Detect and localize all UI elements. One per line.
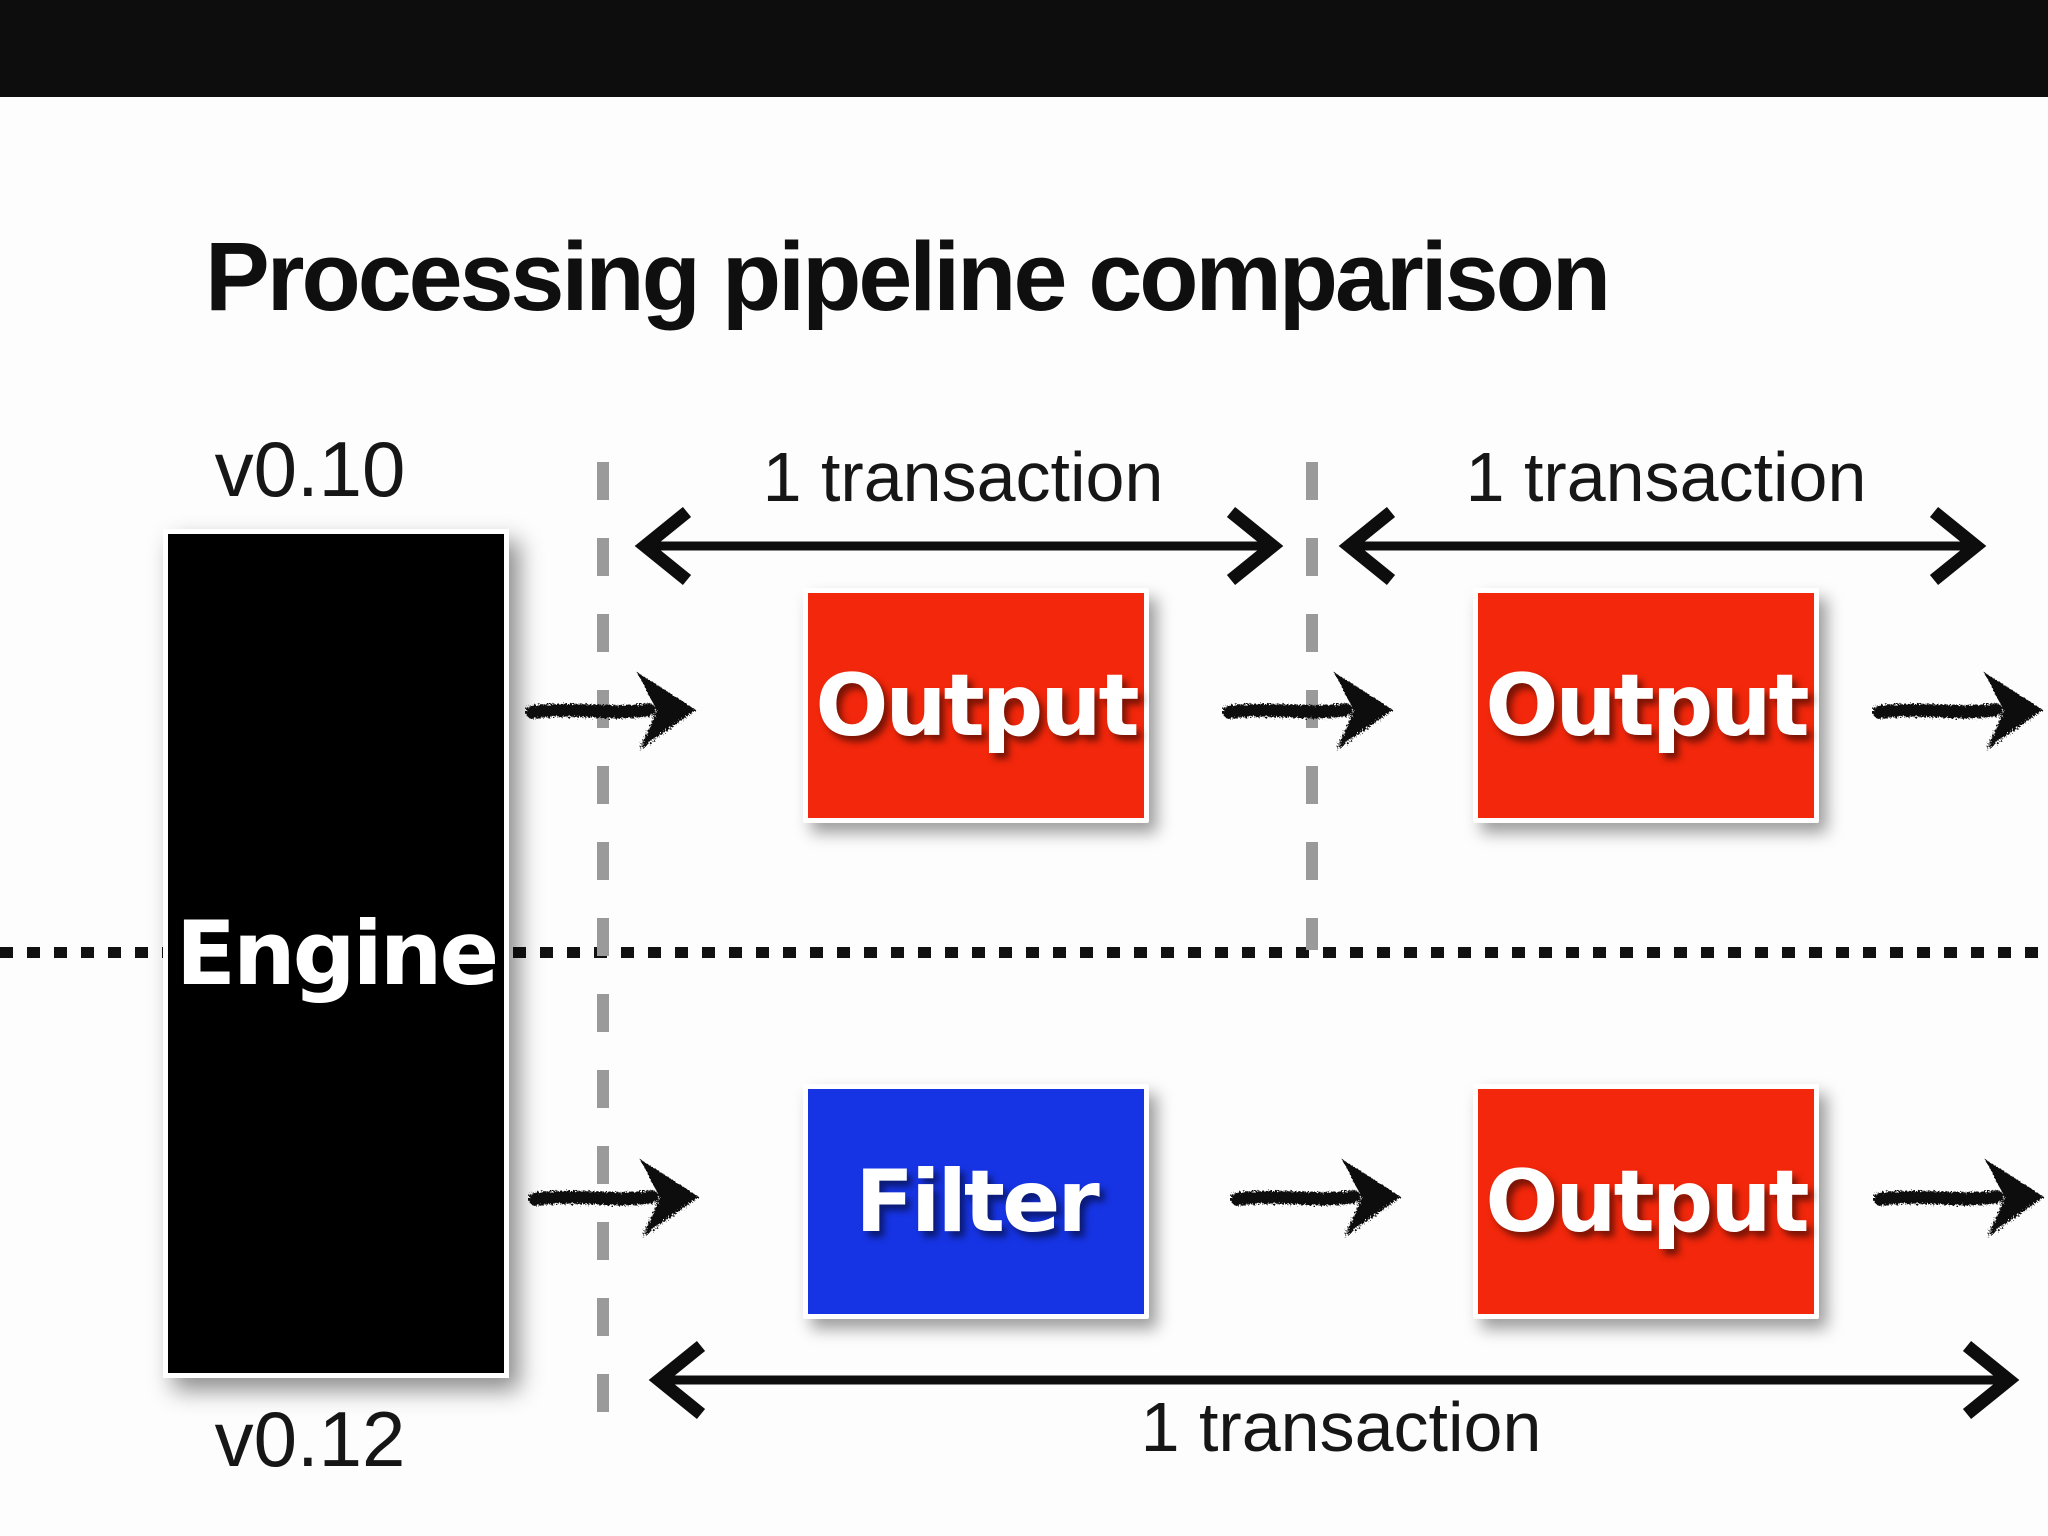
filter-box-label: Filter bbox=[855, 1151, 1100, 1252]
flow-arrow-icon-engine-to-filter bbox=[528, 1159, 699, 1237]
filter-box: Filter bbox=[803, 1084, 1149, 1319]
transaction-label-top-1: 1 transaction bbox=[762, 438, 1164, 516]
flow-arrow-icon-output-bottom-exit bbox=[1873, 1159, 2044, 1237]
slide-title: Processing pipeline comparison bbox=[205, 222, 1611, 331]
output-box-bottom-label: Output bbox=[1485, 1151, 1809, 1252]
double-arrow-icon-bottom bbox=[648, 1340, 2020, 1420]
transaction-label-bottom: 1 transaction bbox=[1140, 1388, 1542, 1466]
output-box-top-2-label: Output bbox=[1485, 655, 1809, 756]
flow-arrow-icon-output2-exit bbox=[1872, 672, 2043, 750]
output-box-top-1-label: Output bbox=[815, 655, 1139, 756]
double-arrow-icon-top-2 bbox=[1338, 506, 1987, 586]
transaction-boundary-line-1 bbox=[597, 462, 609, 1442]
transaction-label-top-2: 1 transaction bbox=[1465, 438, 1867, 516]
flow-arrow-icon-filter-to-output bbox=[1230, 1159, 1401, 1237]
output-box-top-1: Output bbox=[803, 588, 1149, 823]
engine-box: Engine bbox=[163, 529, 509, 1378]
output-box-top-2: Output bbox=[1473, 588, 1819, 823]
flow-arrow-icon-engine-to-output1 bbox=[525, 672, 696, 750]
flow-arrow-icon-output1-to-output2 bbox=[1222, 672, 1393, 750]
pipeline-divider-dotted-line bbox=[0, 947, 2048, 958]
double-arrow-icon-top-1 bbox=[634, 506, 1284, 586]
version-label-top: v0.10 bbox=[214, 425, 406, 513]
output-box-bottom: Output bbox=[1473, 1084, 1819, 1319]
letterbox-top-bar bbox=[0, 0, 2048, 97]
engine-label: Engine bbox=[175, 902, 499, 1005]
version-label-bottom: v0.12 bbox=[214, 1395, 406, 1483]
